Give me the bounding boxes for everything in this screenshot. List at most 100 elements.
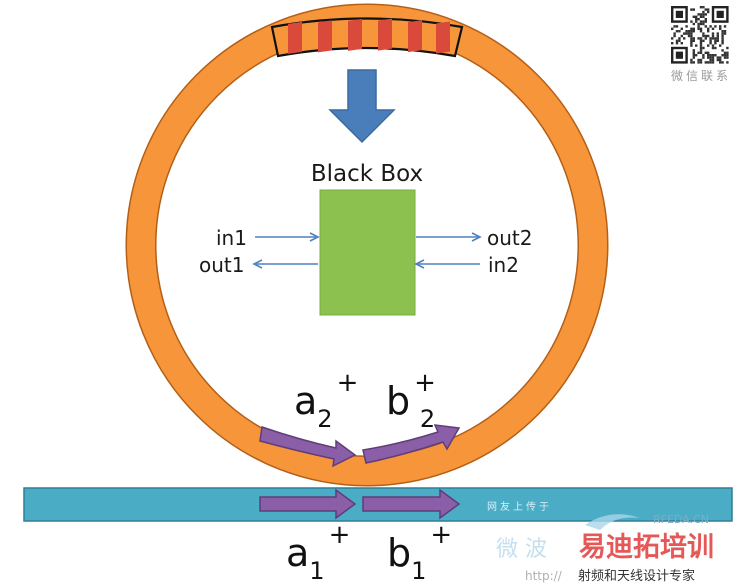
qr-cell (721, 39, 724, 42)
qr-cell (711, 27, 715, 30)
qr-finder (675, 51, 683, 59)
qr-cell (711, 34, 715, 38)
qr-cell (695, 18, 698, 21)
qr-cell (697, 25, 700, 28)
qr-cell (685, 25, 688, 28)
qr-cell (716, 37, 719, 40)
qr-code (669, 4, 733, 64)
qr-cell (699, 37, 703, 40)
qr-cell (695, 44, 698, 47)
qr-cell (699, 49, 703, 52)
qr-cell (721, 37, 724, 40)
qr-cell (695, 54, 698, 57)
qr-cell (678, 37, 681, 40)
qr-cell (704, 13, 707, 16)
watermark-slogan: 射频和天线设计专家 (578, 568, 695, 584)
qr-cell (702, 34, 705, 38)
qr-cell (714, 39, 717, 42)
qr-cell (714, 54, 717, 57)
qr-cell (699, 61, 703, 64)
qr-cell (726, 51, 729, 54)
qr-cell (719, 56, 722, 59)
grating-stripes (288, 18, 450, 54)
qr-cell (690, 42, 693, 45)
qr-cell (697, 18, 700, 21)
qr-cell (721, 42, 724, 45)
qr-cell (687, 30, 691, 33)
qr-cell (704, 8, 707, 11)
qr-cell (711, 54, 715, 57)
qr-cell (711, 61, 715, 64)
qr-cell (683, 37, 686, 40)
qr-cell (726, 56, 729, 59)
qr-cell (699, 30, 703, 33)
qr-cell (671, 42, 674, 45)
qr-cell (711, 46, 715, 50)
qr-cell (699, 44, 703, 47)
qr-cell (726, 54, 729, 57)
qr-cell (687, 32, 691, 35)
grating-stripe (408, 20, 422, 53)
a2-wave-arrow-icon (259, 425, 357, 468)
qr-cell (711, 56, 715, 59)
qr-cell (714, 37, 717, 40)
qr-cell (702, 13, 705, 16)
qr-cell (721, 30, 724, 33)
qr-cell (699, 51, 703, 54)
watermark-wechat-text: 微 波 (496, 537, 547, 562)
qr-finder (675, 10, 683, 18)
port-label-out2: out2 (487, 226, 532, 250)
wave-label-b2: b+2 (386, 368, 436, 433)
qr-cell (673, 32, 676, 35)
qr-cell (690, 32, 693, 35)
qr-cell (723, 30, 727, 33)
qr-cell (702, 20, 705, 23)
qr-cell (716, 56, 719, 59)
qr-cell (692, 37, 695, 40)
qr-cell (721, 61, 724, 64)
qr-cell (726, 61, 729, 64)
qr-cell (692, 51, 695, 54)
qr-cell (699, 27, 703, 30)
watermark-forum-text: 网友上传于 (487, 500, 552, 513)
qr-cell (709, 58, 712, 62)
qr-cell (699, 20, 703, 23)
qr-cell (673, 34, 676, 38)
out1-arrowhead-icon (252, 259, 263, 269)
qr-cell (716, 32, 719, 35)
qr-cell (699, 6, 703, 9)
qr-cell (697, 51, 700, 54)
qr-cell (690, 44, 693, 47)
qr-cell (704, 34, 707, 38)
qr-cell (690, 58, 693, 62)
qr-cell (704, 51, 707, 54)
qr-cell (671, 37, 674, 40)
qr-caption: 微信联系 (671, 69, 731, 83)
qr-cell (692, 39, 695, 42)
qr-cell (690, 61, 693, 64)
grating-stripe (318, 20, 332, 53)
qr-cell (678, 30, 681, 33)
qr-cell (683, 32, 686, 35)
qr-cell (702, 54, 705, 57)
qr-cell (692, 54, 695, 57)
qr-cell (702, 22, 705, 26)
qr-cell (707, 34, 710, 38)
ring-wave-arrows (259, 424, 461, 468)
qr-cell (721, 54, 724, 57)
qr-cell (690, 39, 693, 42)
qr-cell (704, 61, 707, 64)
qr-cell (702, 32, 705, 35)
qr-cell (699, 15, 703, 18)
qr-cell (707, 10, 710, 14)
qr-cell (709, 25, 712, 28)
qr-cell (716, 39, 719, 42)
qr-cell (707, 8, 710, 11)
qr-cell (714, 42, 717, 45)
qr-cell (707, 56, 710, 59)
bus-wave-arrows (259, 488, 461, 520)
watermark-brand: 易迪拓培训 (579, 532, 714, 563)
watermark-site: RFEDA.CN (653, 513, 709, 526)
out2-arrowhead-icon (471, 232, 482, 242)
qr-cell (702, 6, 705, 9)
